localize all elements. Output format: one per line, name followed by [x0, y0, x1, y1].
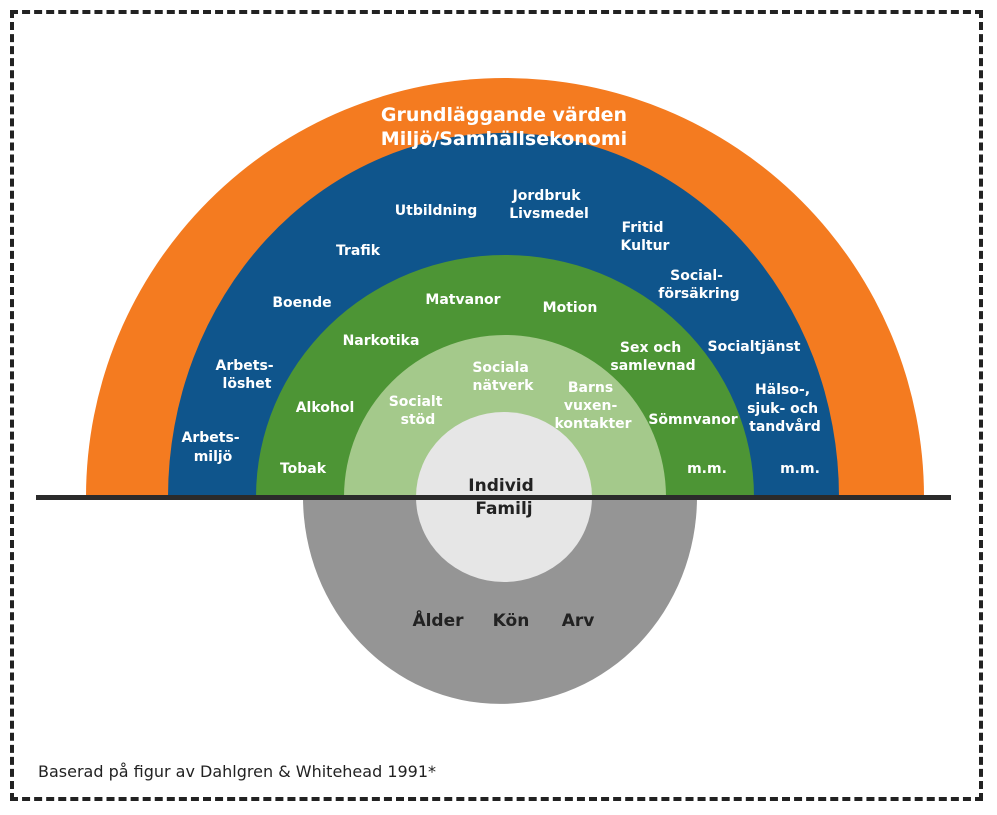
label-narkotika: Narkotika — [343, 333, 420, 349]
dashed-frame — [10, 10, 983, 801]
label-sociala-natverk: Sociala nätverk — [472, 360, 534, 394]
label-utbildning: Utbildning — [395, 203, 477, 219]
label-matvanor: Matvanor — [425, 292, 500, 308]
label-arbetsmiljo: Arbets- miljö — [182, 430, 245, 465]
label-blue-mm: m.m. — [780, 461, 820, 477]
label-motion: Motion — [543, 300, 598, 316]
source-caption: Baserad på figur av Dahlgren & Whitehead… — [38, 762, 437, 781]
label-green-mm: m.m. — [687, 461, 727, 477]
base-half-circle — [303, 497, 697, 704]
label-kon: Kön — [493, 611, 530, 631]
outer-line2: Miljö/Samhällsekonomi — [381, 128, 627, 150]
label-jordbruk-livsmedel: Jordbruk Livsmedel — [509, 188, 589, 222]
label-tobak: Tobak — [280, 461, 327, 477]
label-barns-vuxenkontakter: Barns vuxen- kontakter — [554, 380, 631, 432]
label-trafik: Trafik — [336, 243, 381, 259]
label-arv: Arv — [562, 611, 595, 631]
label-alkohol: Alkohol — [296, 400, 355, 416]
baseline — [36, 495, 951, 500]
label-socialt-stod: Socialt stöd — [389, 394, 448, 428]
outer-line1: Grundläggande värden — [381, 104, 627, 126]
label-fritid-kultur: Fritid Kultur — [621, 220, 670, 254]
label-boende: Boende — [272, 295, 331, 311]
label-sex-samlevnad: Sex och samlevnad — [610, 340, 695, 374]
label-somnvanor: Sömnvanor — [648, 412, 737, 428]
label-individ-familj: Individ Familj — [468, 476, 539, 519]
label-socialtjanst: Socialtjänst — [708, 339, 801, 355]
label-halso-sjuk-tandvard: Hälso-, sjuk- och tandvård — [747, 382, 823, 435]
label-alder: Ålder — [412, 608, 464, 631]
label-arbetsloshet: Arbets- löshet — [216, 358, 279, 392]
label-social-forsakring: Social- försäkring — [658, 268, 739, 302]
